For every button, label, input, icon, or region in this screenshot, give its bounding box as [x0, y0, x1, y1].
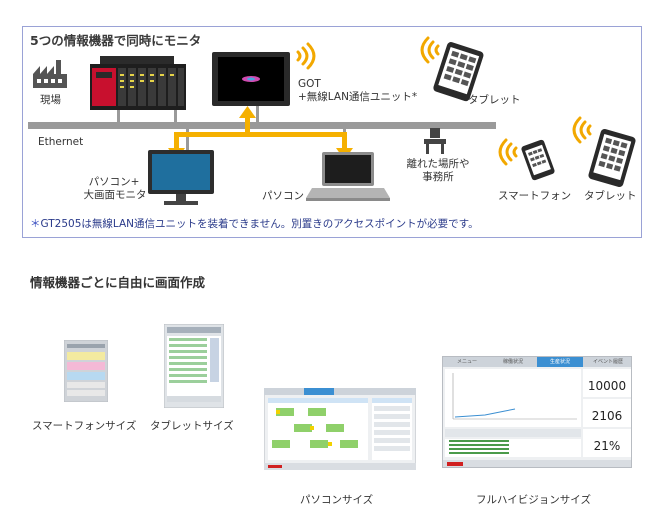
laptop-icon: [306, 152, 390, 201]
pc-screen-thumbnail: [264, 388, 416, 470]
smartphone-label: スマートフォン: [498, 190, 572, 202]
fullhd-screen-thumbnail: メニュー 稼働状況 生産状況 イベント履歴 10000 2106 21%: [442, 356, 632, 468]
achievement-rate-value: 21%: [593, 439, 621, 453]
wifi-icon: [420, 36, 440, 64]
factory-icon: [33, 60, 67, 88]
smartphone-icon: [521, 139, 555, 181]
remote-label-line2: 事務所: [422, 171, 454, 183]
tablet-screen-thumbnail: [164, 324, 224, 408]
monitor-icon: [148, 150, 214, 205]
smartphone-size-caption: スマートフォンサイズ: [32, 420, 137, 432]
pc-monitor-label-line2: 大画面モニタ: [83, 189, 147, 201]
footnote: ＊GT2505は無線LAN通信ユニットを装着できません。別置きのアクセスポイント…: [30, 216, 479, 231]
fullhd-size-caption: フルハイビジョンサイズ: [476, 494, 591, 506]
office-icon: [424, 128, 446, 154]
tab-production: 生産状況: [549, 359, 570, 365]
tablet-icon: [588, 128, 636, 188]
wifi-icon: [498, 138, 518, 166]
tab-events: イベント履歴: [592, 359, 623, 365]
network-diagram: [28, 36, 636, 205]
ethernet-line: [28, 122, 496, 129]
smartphone-screen-thumbnail: [64, 340, 108, 402]
got-label-line2: +無線LAN通信ユニット*: [298, 91, 418, 103]
got-label-line1: GOT: [298, 78, 321, 90]
tab-operation: 稼働状況: [502, 359, 523, 365]
tab-menu: メニュー: [456, 359, 477, 365]
section-title: 情報機器ごとに自由に画面作成: [30, 275, 206, 290]
plc-rack-icon: [90, 56, 186, 110]
footnote-text: GT2505は無線LAN通信ユニットを装着できません。別置きのアクセスポイントが…: [40, 218, 479, 230]
achieved-count-value: 2106: [591, 409, 623, 423]
tablet-icon: [433, 42, 484, 102]
tablet-size-caption: タブレットサイズ: [150, 420, 234, 432]
wifi-icon: [296, 42, 316, 70]
production-count-value: 10000: [587, 379, 627, 393]
diagram-title: 5つの情報機器で同時にモニタ: [30, 33, 202, 48]
pc-size-caption: パソコンサイズ: [300, 494, 374, 506]
remote-label-line1: 離れた場所や: [406, 158, 470, 170]
laptop-label: パソコン: [262, 190, 304, 202]
footnote-star: ＊: [30, 218, 41, 230]
pc-monitor-label-line1: パソコン+: [88, 176, 140, 188]
production-trend-graph: [445, 369, 581, 457]
wifi-icon: [572, 116, 592, 144]
tablet-right-label: タブレット: [584, 190, 637, 202]
got-panel-icon: [212, 52, 290, 106]
tablet-top-label: タブレット: [468, 94, 521, 106]
factory-label: 現場: [40, 94, 61, 106]
ethernet-label: Ethernet: [38, 136, 84, 148]
